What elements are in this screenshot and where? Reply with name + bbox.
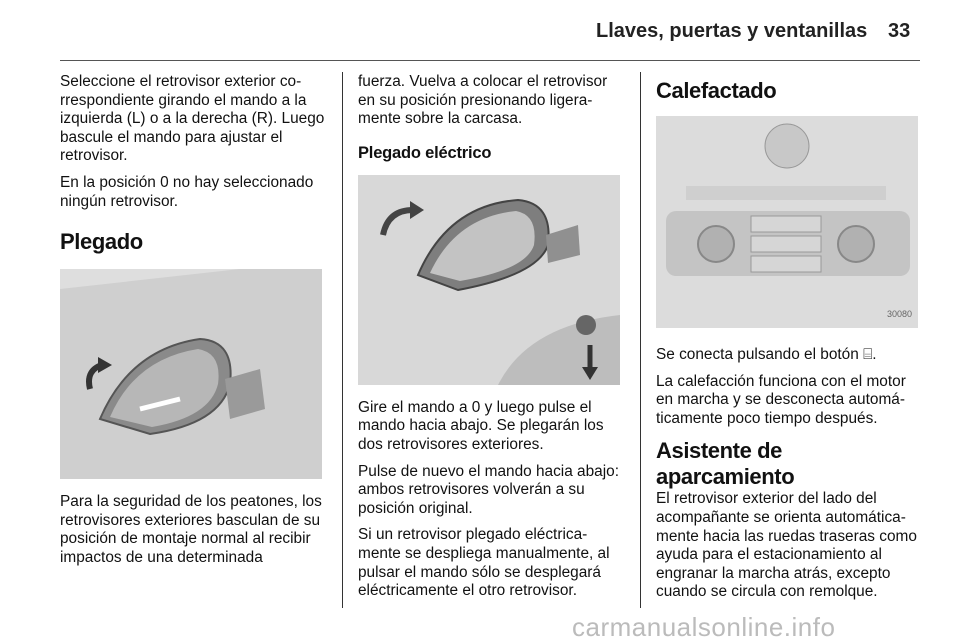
paragraph: Seleccione el retrovisor exterior co-rre… [60,73,325,165]
section-heading-plegado-electrico: Plegado eléctrico [358,143,492,162]
paragraph: Pulse de nuevo el mando hacia abajo: amb… [358,462,619,517]
paragraph: La calefacción funciona con el motor en … [656,372,906,427]
column-divider [640,72,641,608]
climate-control-panel-illustration: 30080 [656,116,918,328]
section-heading-asistente: Asistente de aparcamiento [656,438,795,490]
paragraph: Si un retrovisor plegado eléctrica-mente… [358,526,610,600]
header-title: Llaves, puertas y ventanillas [596,20,868,42]
page-number: 33 [888,20,911,42]
electric-fold-illustration [358,174,620,385]
paragraph: Gire el mando a 0 y luego pulse el mando… [358,398,604,453]
paragraph: El retrovisor exterior del lado del acom… [656,490,917,601]
column-right: Calefactado 30080 Se conecta pulsando el… [656,73,922,610]
mirror-fold-illustration [60,269,322,480]
figure-code: 30080 [886,309,912,320]
section-heading-calefactado: Calefactado [656,78,777,103]
column-middle: fuerza. Vuelva a colocar el retrovisor e… [358,73,624,609]
column-left: Seleccione el retrovisor exterior co-rre… [60,73,328,576]
footer-watermark: carmanualsonline.info [572,612,836,642]
paragraph: fuerza. Vuelva a colocar el retrovisor e… [358,73,608,128]
paragraph: En la posición 0 no hay seleccionado nin… [60,173,314,210]
section-heading-plegado: Plegado [60,229,143,255]
header-rule [60,60,920,61]
column-divider [342,72,343,608]
paragraph: Se conecta pulsando el botón ⌸. [656,346,877,363]
paragraph: Para la seguridad de los peatones, los r… [60,493,322,566]
